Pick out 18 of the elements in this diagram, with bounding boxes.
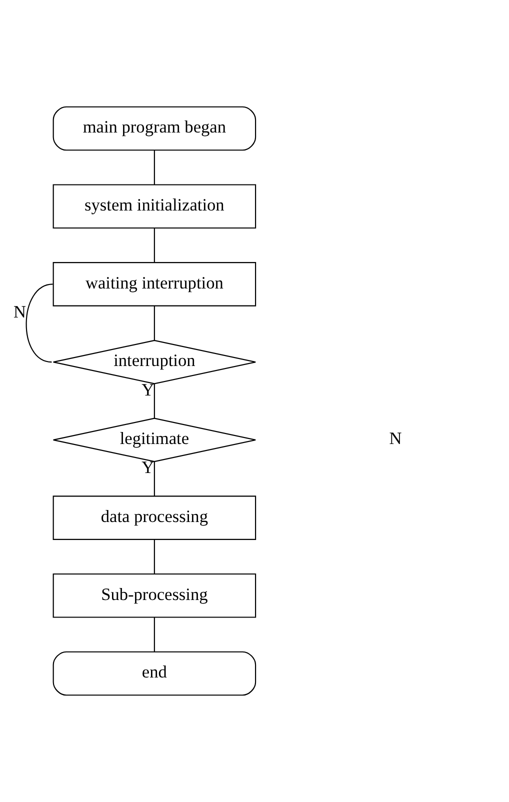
connector bbox=[153, 617, 154, 652]
node-box: Sub-processing bbox=[52, 573, 256, 618]
connector bbox=[153, 306, 154, 340]
node-box: data processing bbox=[52, 496, 256, 540]
connector bbox=[153, 540, 154, 574]
connector bbox=[25, 284, 52, 363]
node-diamond: interruption bbox=[52, 340, 256, 384]
label: N bbox=[388, 429, 402, 448]
connector bbox=[153, 150, 154, 185]
connector bbox=[153, 462, 154, 496]
connector bbox=[153, 384, 154, 418]
node-box: waiting interruption bbox=[52, 262, 256, 306]
edge-label: N bbox=[13, 302, 26, 322]
node-diamond: legitimate bbox=[52, 418, 256, 462]
node-box: end bbox=[52, 651, 256, 696]
node-box: system initialization bbox=[52, 184, 256, 229]
connector bbox=[153, 228, 154, 262]
node-box: main program began bbox=[52, 106, 256, 151]
